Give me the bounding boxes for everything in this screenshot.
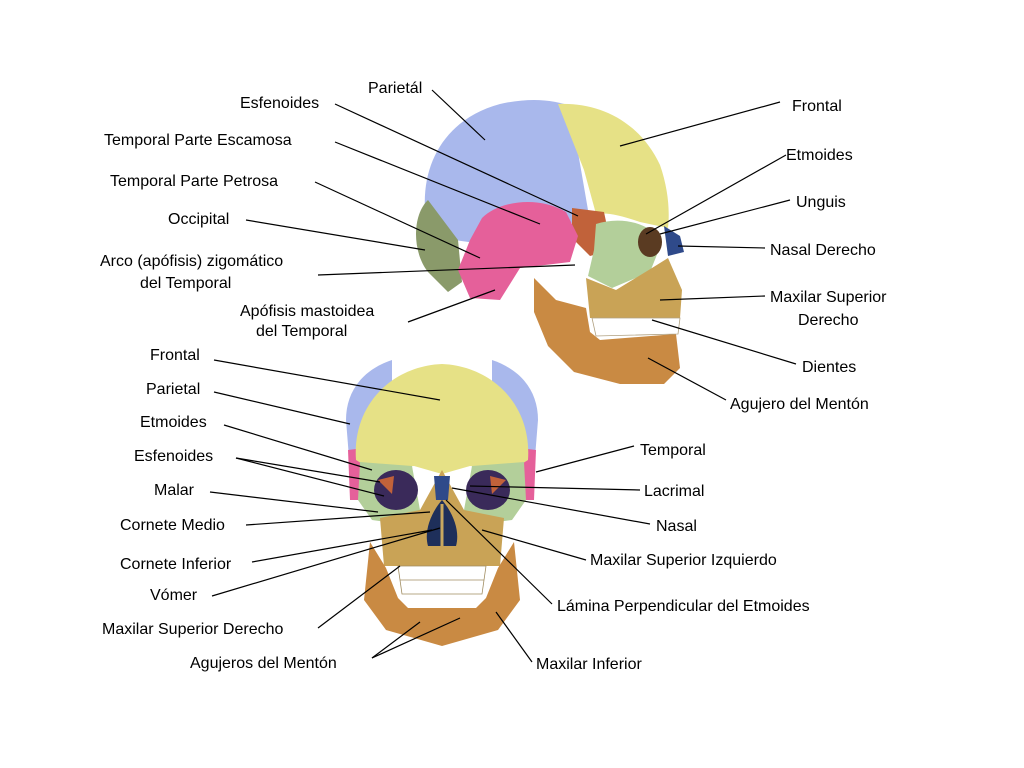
label-middle-concha: Cornete Medio: [120, 517, 225, 534]
label-ethmoid-front: Etmoides: [140, 414, 207, 431]
leader-vomer: [211, 527, 441, 597]
leader-ethmoid-front: [223, 424, 373, 471]
lateral-ear-opening: [546, 274, 574, 294]
label-zygomatic-arch-line2: del Temporal: [140, 275, 231, 292]
leader-maxilla-left-front: [481, 529, 587, 561]
leader-maxilla-lateral: [659, 295, 766, 301]
leader-mental-foramen: [647, 357, 727, 401]
lateral-leader-lines: [245, 89, 797, 401]
label-ethmoid-lateral: Etmoides: [786, 147, 853, 164]
lateral-skull: [416, 99, 684, 384]
leader-frontal-front: [213, 359, 441, 401]
leader-mental-foramina-a: [371, 621, 421, 659]
label-temporal-front: Temporal: [640, 442, 706, 459]
label-inferior-concha: Cornete Inferior: [120, 556, 232, 573]
label-nasal-front: Nasal: [656, 518, 697, 535]
frontal-skull: [346, 360, 538, 646]
label-mental-foramina: Agujeros del Mentón: [190, 655, 337, 672]
label-zygomatic-arch-line1: Arco (apófisis) zigomático: [100, 253, 283, 270]
label-lacrimal-front: Lacrimal: [644, 483, 704, 500]
label-perpendicular-plate: Lámina Perpendicular del Etmoides: [557, 598, 810, 615]
front-sphenoid-left: [378, 476, 394, 494]
frontal-leader-lines: [209, 359, 651, 663]
leader-teeth: [651, 319, 797, 365]
front-sphenoid-right: [490, 476, 506, 494]
label-maxilla-left-front: Maxilar Superior Izquierdo: [590, 552, 777, 569]
lateral-occipital-bone: [416, 200, 462, 292]
leader-mastoid: [407, 289, 496, 323]
front-orbit-right: [466, 470, 510, 510]
leader-malar: [209, 491, 379, 513]
leader-mandible-front: [495, 611, 533, 663]
frontal-labels: Frontal Parietal Etmoides Esfenoides Mal…: [102, 347, 810, 673]
leader-frontal-lateral: [619, 101, 781, 147]
leader-sphenoid-front-a: [235, 457, 381, 483]
front-frontal-bone: [355, 364, 529, 474]
leader-temporal-front: [535, 445, 635, 473]
leader-middle-concha: [245, 511, 431, 526]
leader-lacrimal-lateral: [659, 199, 791, 235]
leader-parietal: [431, 89, 486, 141]
label-parietal-front: Parietal: [146, 381, 200, 398]
label-frontal-front: Frontal: [150, 347, 200, 364]
leader-occipital-lateral: [245, 219, 426, 251]
lateral-nasal-bone: [664, 226, 684, 256]
label-maxilla-lateral-line1: Maxilar Superior: [770, 289, 887, 306]
label-maxilla-lateral-line2: Derecho: [798, 312, 859, 329]
lateral-labels: Parietál Esfenoides Temporal Parte Escam…: [100, 80, 887, 413]
label-lacrimal-lateral: Unguis: [796, 194, 846, 211]
label-nasal-right: Nasal Derecho: [770, 242, 876, 259]
label-mandible-front: Maxilar Inferior: [536, 656, 642, 673]
lateral-mandible-bone: [534, 278, 680, 384]
lateral-temporal-bone: [458, 201, 578, 300]
lateral-orbit: [638, 227, 662, 257]
leader-nasal-right: [677, 245, 766, 249]
label-mastoid-line1: Apófisis mastoidea: [240, 303, 374, 320]
lateral-maxilla-bone: [586, 258, 682, 318]
leader-temporal-squamous: [334, 141, 541, 225]
leader-perpendicular-plate: [445, 499, 553, 605]
label-sphenoid-lateral: Esfenoides: [240, 95, 319, 112]
label-malar: Malar: [154, 482, 195, 499]
label-parietal-lateral: Parietál: [368, 80, 422, 97]
label-teeth: Dientes: [802, 359, 856, 376]
leader-ethmoid-lateral: [645, 154, 787, 235]
leader-zygomatic-arch: [317, 264, 576, 276]
leader-sphenoid-front-b: [235, 457, 385, 497]
front-orbit-left: [374, 470, 418, 510]
lateral-frontal-bone: [558, 103, 669, 228]
label-sphenoid-front: Esfenoides: [134, 448, 213, 465]
lateral-teeth: [591, 317, 681, 337]
leader-parietal-front: [213, 391, 351, 425]
label-occipital-lateral: Occipital: [168, 211, 229, 228]
front-mandible-bone: [364, 542, 520, 646]
leader-nasal-front: [451, 487, 651, 525]
leader-maxilla-right-front: [317, 565, 401, 629]
label-mastoid-line2: del Temporal: [256, 323, 347, 340]
label-temporal-petrous: Temporal Parte Petrosa: [110, 173, 278, 190]
label-frontal-lateral: Frontal: [792, 98, 842, 115]
leader-lacrimal-front: [469, 485, 641, 491]
label-mental-foramen: Agujero del Mentón: [730, 396, 869, 413]
label-temporal-squamous: Temporal Parte Escamosa: [104, 132, 292, 149]
leader-mental-foramina-b: [371, 617, 461, 659]
leader-sphenoid-lateral: [334, 103, 579, 217]
label-maxilla-right-front: Maxilar Superior Derecho: [102, 621, 284, 638]
leader-temporal-petrous: [314, 181, 481, 259]
label-vomer: Vómer: [150, 587, 198, 604]
front-nasal-bone: [434, 476, 450, 500]
leader-inferior-concha: [251, 529, 433, 563]
